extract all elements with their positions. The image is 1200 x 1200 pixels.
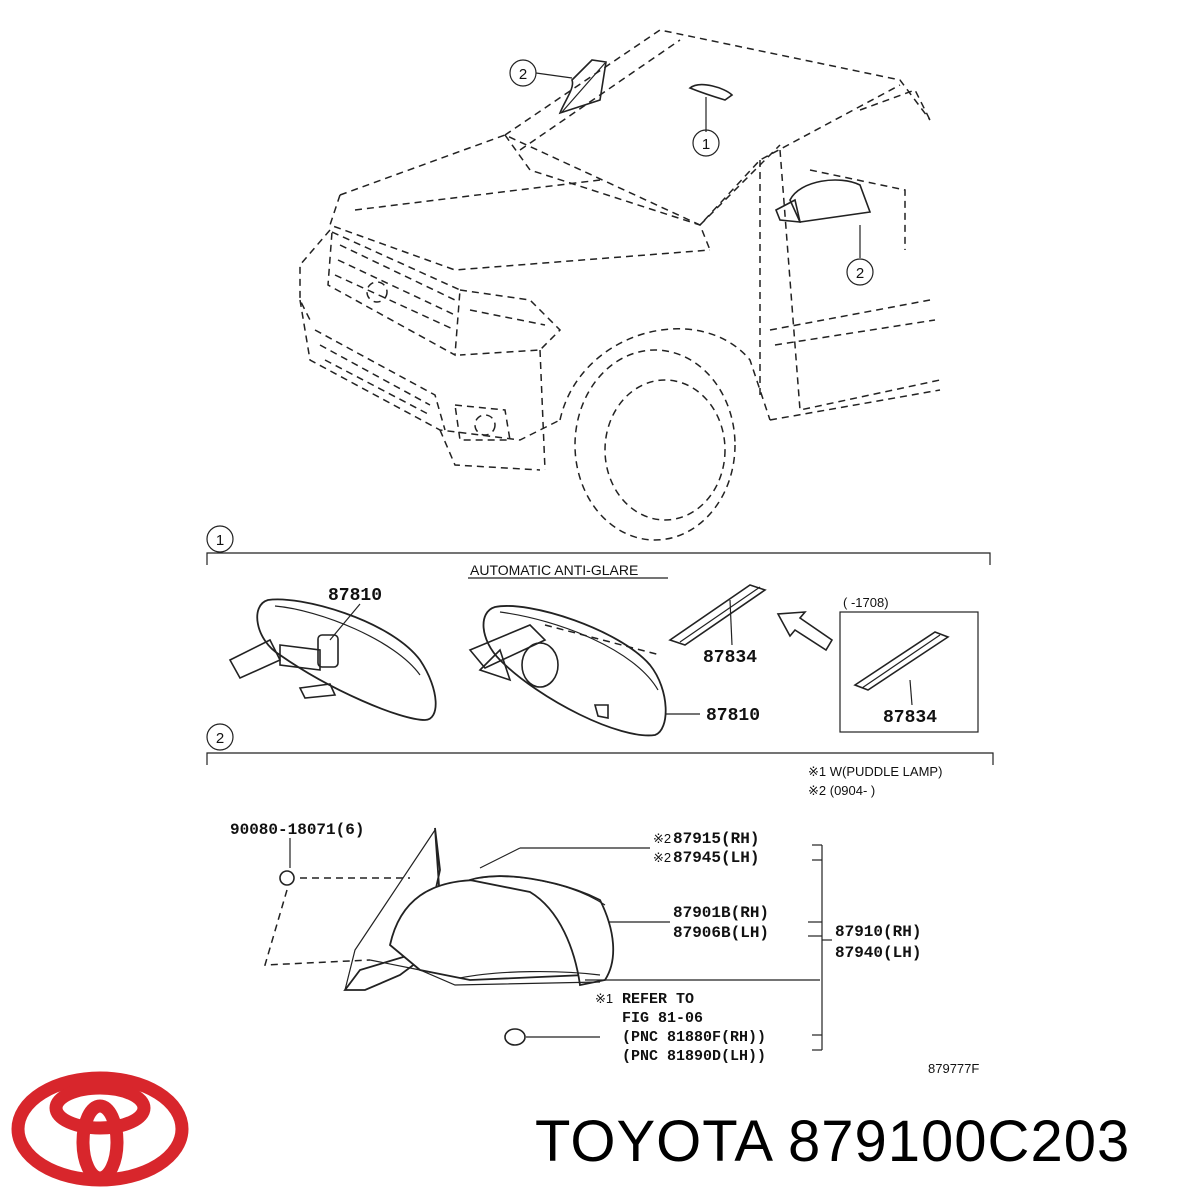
- section-1: 1 AUTOMATIC ANTI-GLARE 87810 87810 87834: [206, 525, 991, 737]
- svg-text:2: 2: [519, 66, 527, 83]
- puddle-lamp: [504, 1028, 526, 1046]
- svg-text:※2 (0904- ): ※2 (0904- ): [808, 783, 875, 798]
- svg-text:2: 2: [856, 265, 864, 282]
- rearview-mirror-middle: [482, 605, 667, 737]
- callout-2-right: 2: [846, 258, 874, 286]
- svg-text:FIG 81-06: FIG 81-06: [622, 1010, 703, 1027]
- toyota-logo: [11, 1071, 189, 1187]
- footer-part-label: TOYOTA 879100C203: [535, 1109, 1131, 1174]
- svg-text:87945(LH): 87945(LH): [673, 849, 759, 867]
- callout-2-top: 2: [509, 59, 573, 87]
- svg-text:87910(RH): 87910(RH): [835, 923, 921, 941]
- svg-text:※1 W(PUDDLE LAMP): ※1 W(PUDDLE LAMP): [808, 764, 942, 779]
- svg-text:87810: 87810: [706, 706, 760, 726]
- svg-text:※2: ※2: [653, 850, 671, 865]
- inset-box: [839, 611, 979, 733]
- svg-text:※2: ※2: [653, 831, 671, 846]
- section-2: 2 ※1 W(PUDDLE LAMP) ※2 (0904- ) 90080-18…: [206, 723, 994, 1076]
- svg-text:1: 1: [216, 532, 224, 549]
- svg-text:87906B(LH): 87906B(LH): [673, 924, 769, 942]
- anti-glare-note: AUTOMATIC ANTI-GLARE: [470, 562, 638, 578]
- svg-text:※1: ※1: [595, 991, 613, 1006]
- svg-text:87915(RH): 87915(RH): [673, 830, 759, 848]
- svg-text:87901B(RH): 87901B(RH): [673, 904, 769, 922]
- svg-text:( -1708): ( -1708): [843, 595, 889, 610]
- svg-text:REFER TO: REFER TO: [622, 991, 694, 1008]
- rearview-mirror-left: [256, 598, 437, 721]
- svg-text:(PNC 81890D(LH)): (PNC 81890D(LH)): [622, 1048, 766, 1065]
- svg-text:87834: 87834: [703, 648, 757, 668]
- svg-text:879777F: 879777F: [928, 1061, 979, 1076]
- callout-1-truck: 1: [692, 129, 720, 157]
- mirror-bracket: [668, 584, 767, 646]
- svg-text:87810: 87810: [328, 586, 382, 606]
- svg-text:2: 2: [216, 730, 224, 747]
- svg-text:90080-18071(6): 90080-18071(6): [230, 821, 364, 839]
- truck-illustration: [299, 29, 941, 541]
- svg-text:87834: 87834: [883, 708, 937, 728]
- arrow-icon: [776, 611, 834, 652]
- svg-text:87940(LH): 87940(LH): [835, 944, 921, 962]
- svg-text:1: 1: [702, 136, 710, 153]
- svg-text:(PNC 81880F(RH)): (PNC 81880F(RH)): [622, 1029, 766, 1046]
